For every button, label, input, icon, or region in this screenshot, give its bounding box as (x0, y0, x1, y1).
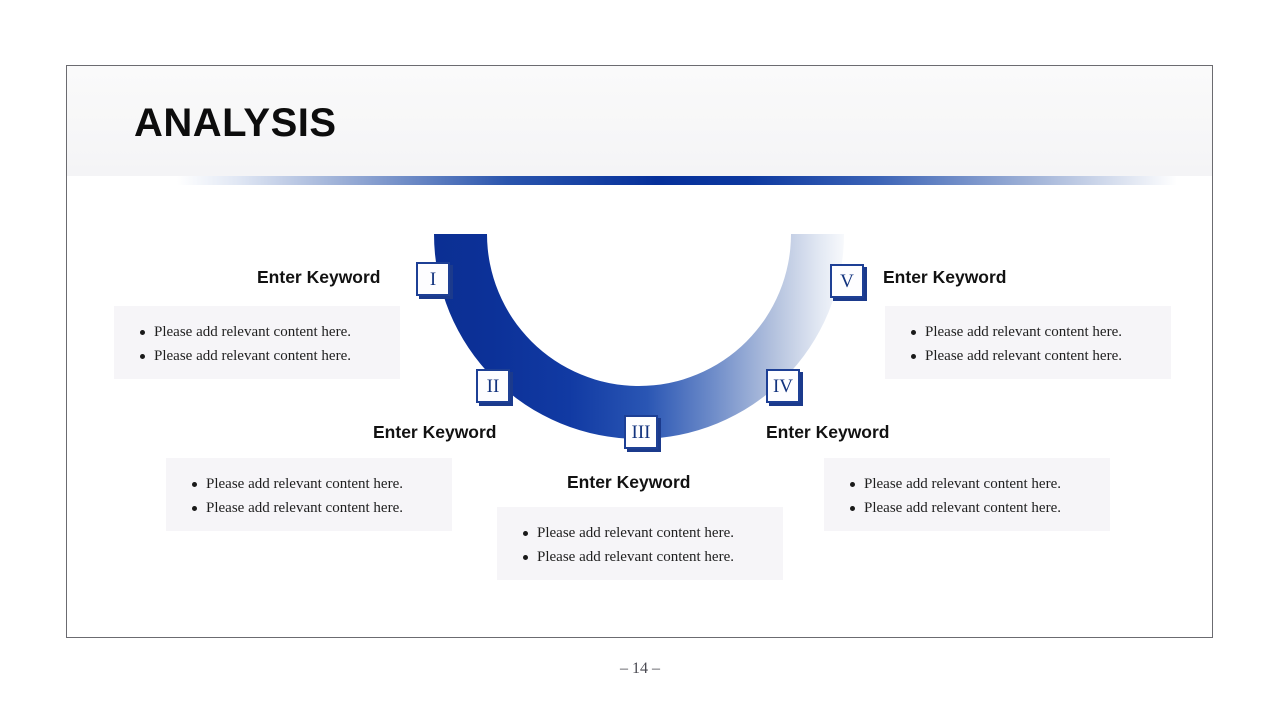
step-numeral-4[interactable]: IV (766, 369, 800, 403)
list-item: Please add relevant content here. (911, 320, 1153, 344)
step-numeral-2[interactable]: II (476, 369, 510, 403)
step-keyword-2: Enter Keyword (373, 422, 497, 442)
step-content-panel-1: Please add relevant content here. Please… (114, 306, 400, 379)
slide-header (67, 66, 1212, 176)
step-content-list-1: Please add relevant content here. Please… (136, 320, 382, 368)
list-item: Please add relevant content here. (523, 545, 765, 569)
list-item: Please add relevant content here. (523, 521, 765, 545)
list-item: Please add relevant content here. (192, 472, 434, 496)
list-item: Please add relevant content here. (140, 320, 382, 344)
step-numeral-3-text: III (631, 421, 651, 443)
step-numeral-1-text: I (429, 268, 437, 290)
step-numeral-1[interactable]: I (416, 262, 450, 296)
step-numeral-2-text: II (486, 375, 500, 397)
list-item: Please add relevant content here. (192, 496, 434, 520)
list-item: Please add relevant content here. (850, 472, 1092, 496)
step-content-list-2: Please add relevant content here. Please… (188, 472, 434, 520)
step-content-panel-3: Please add relevant content here. Please… (497, 507, 783, 580)
page-number: – 14 – (620, 660, 660, 677)
page-title: ANALYSIS (134, 101, 337, 145)
step-numeral-5[interactable]: V (830, 264, 864, 298)
step-keyword-5: Enter Keyword (883, 267, 1007, 287)
slide-canvas: ANALYSIS I II III IV V (66, 65, 1213, 638)
step-keyword-4: Enter Keyword (766, 422, 890, 442)
step-content-list-3: Please add relevant content here. Please… (519, 521, 765, 569)
step-content-list-4: Please add relevant content here. Please… (846, 472, 1092, 520)
list-item: Please add relevant content here. (850, 496, 1092, 520)
step-numeral-4-text: IV (772, 375, 794, 397)
step-content-panel-4: Please add relevant content here. Please… (824, 458, 1110, 531)
step-numeral-5-text: V (840, 270, 854, 292)
list-item: Please add relevant content here. (911, 344, 1153, 368)
step-content-list-5: Please add relevant content here. Please… (907, 320, 1153, 368)
arc-band (434, 234, 844, 439)
header-gradient-rule (177, 176, 1177, 185)
step-numeral-3[interactable]: III (624, 415, 658, 449)
step-keyword-3: Enter Keyword (567, 472, 691, 492)
list-item: Please add relevant content here. (140, 344, 382, 368)
step-content-panel-5: Please add relevant content here. Please… (885, 306, 1171, 379)
step-content-panel-2: Please add relevant content here. Please… (166, 458, 452, 531)
step-keyword-1: Enter Keyword (257, 267, 381, 287)
